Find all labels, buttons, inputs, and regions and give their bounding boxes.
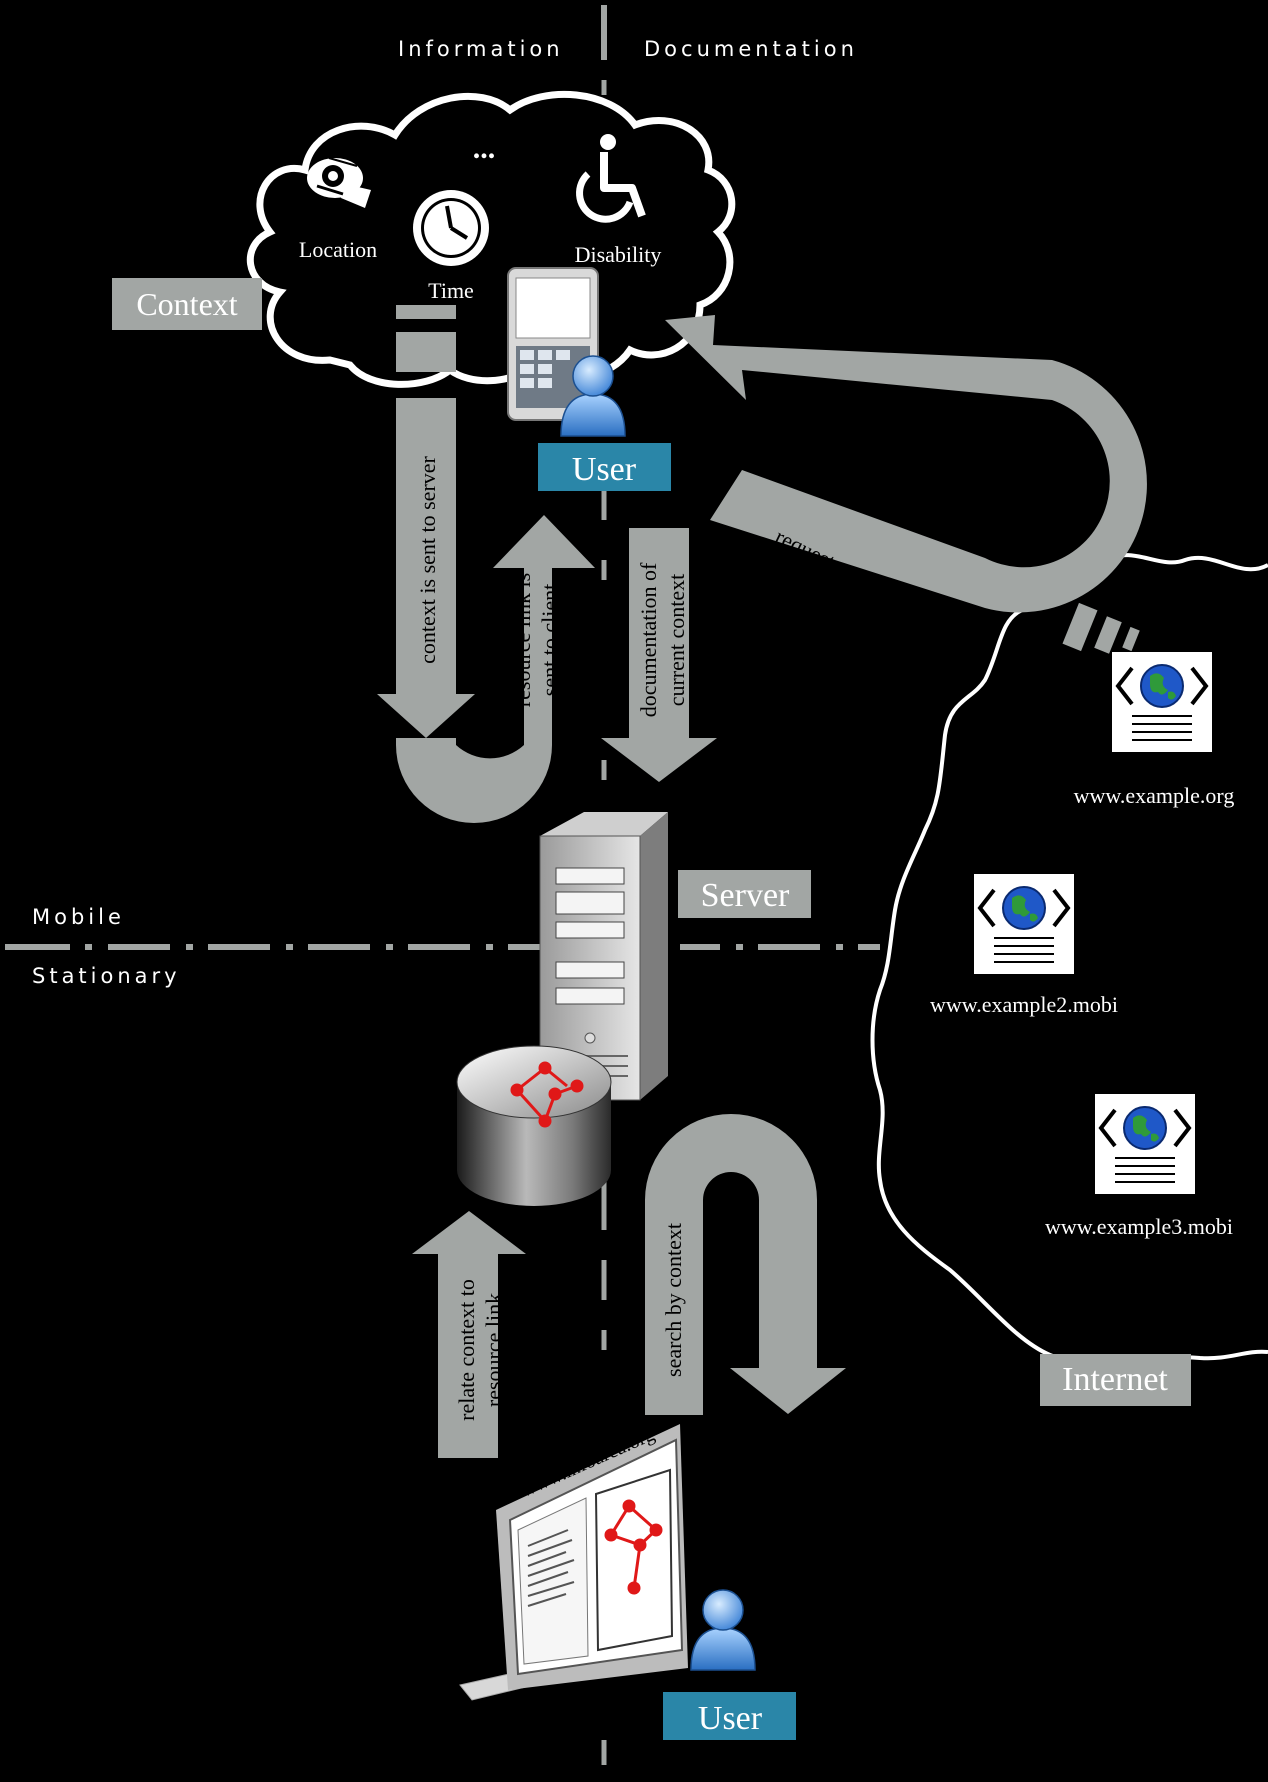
server-label: Server [701,877,790,914]
stationary-user-label: User [698,1700,763,1737]
documentation-label-2: current context [664,574,689,707]
resource-link-label-1: resource link is [510,573,535,707]
time-label: Time [428,278,474,303]
globe-icon [972,872,1076,976]
mobile-user-label: User [572,451,637,488]
website-2-url: www.example2.mobi [930,992,1118,1017]
location-label: Location [299,237,377,262]
clock-icon [413,190,489,266]
website-3-url: www.example3.mobi [1045,1214,1233,1239]
graph-icon [510,1061,584,1128]
context-box-label: Context [136,286,237,322]
mobile-user-box [538,443,671,491]
relate-label-2: resource link [481,1293,506,1407]
resource-link-label-2: sent to client [537,584,562,696]
quadrant-documentation: Documentation [644,37,858,61]
stationary-user-box [663,1692,796,1740]
internet-label: Internet [1062,1361,1168,1398]
quadrant-information: Information [398,37,564,61]
globe-icon [1110,650,1214,754]
disability-label: Disability [575,242,662,267]
context-box [112,278,262,330]
wheelchair-icon [576,134,646,223]
globe-icon [1093,1092,1197,1196]
documentation-label-1: documentation of [636,562,661,717]
search-label: search by context [661,1223,686,1377]
quadrant-mobile: Mobile [32,905,125,929]
quadrant-stationary: Stationary [32,964,181,988]
context-sent-label: context is sent to server [415,455,440,663]
server-box [678,870,811,918]
relate-label-1: relate context to [454,1279,479,1421]
location-icon [307,157,371,208]
monitor-icon [459,1424,688,1701]
documentation-arrow [601,528,717,782]
website-1-url: www.example.org [1074,783,1235,808]
context-roundtrip-arrow [377,305,595,823]
relate-arrow [412,1211,526,1458]
database-icon [456,1045,612,1206]
search-arrow [645,1114,846,1415]
request-resource-arrow [665,315,1147,654]
internet-box [1040,1354,1191,1406]
more-context-ellipsis: ... [473,132,496,165]
